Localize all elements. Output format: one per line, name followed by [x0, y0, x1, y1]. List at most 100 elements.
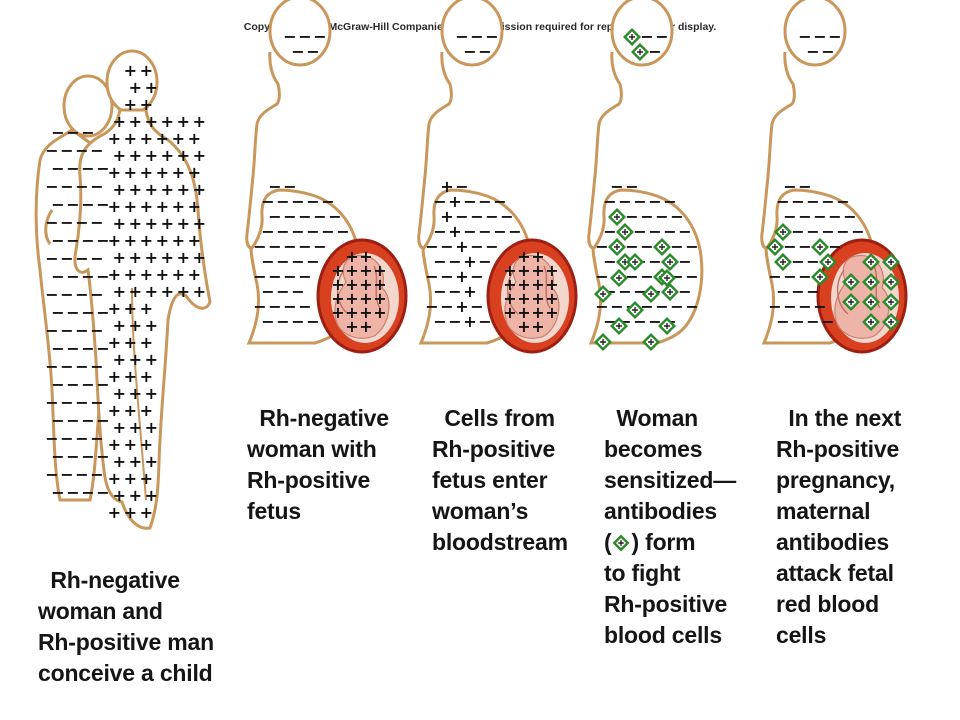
antibody-icon [811, 268, 829, 286]
rh-negative-sign: − [610, 177, 623, 196]
rh-positive-sign: + [373, 261, 386, 280]
uterus-cells-enter [486, 238, 578, 354]
rh-negative-sign: − [828, 207, 841, 226]
rh-positive-sign: + [140, 163, 153, 182]
rh-positive-sign: + [359, 275, 372, 294]
rh-positive-sign: + [359, 261, 372, 280]
rh-negative-sign: − [478, 252, 491, 271]
pregnant-woman-outline [245, 0, 362, 345]
rh-negative-sign: − [66, 159, 79, 178]
rh-negative-sign: − [595, 297, 608, 316]
rh-positive-sign: + [108, 469, 121, 488]
rh-negative-sign: − [60, 321, 73, 340]
rh-negative-sign: − [81, 375, 94, 394]
rh-negative-sign: − [448, 282, 461, 301]
rh-positive-sign: + [113, 486, 126, 505]
rh-positive-sign: + [373, 275, 386, 294]
rh-negative-sign: − [768, 297, 781, 316]
rh-positive-sign: + [177, 282, 190, 301]
rh-positive-sign: + [177, 248, 190, 267]
rh-positive-sign: + [140, 231, 153, 250]
rh-negative-sign: − [610, 297, 623, 316]
rh-positive-sign: + [129, 180, 142, 199]
rh-negative-sign: − [648, 252, 661, 271]
rh-negative-sign: − [463, 222, 476, 241]
rh-positive-sign: + [517, 317, 530, 336]
rh-positive-sign: + [145, 282, 158, 301]
antibody-icon [661, 253, 679, 271]
rh-negative-sign: − [648, 312, 661, 331]
rh-negative-sign: − [283, 267, 296, 286]
rh-positive-sign: + [124, 129, 137, 148]
rh-positive-sign: + [124, 231, 137, 250]
rh-negative-sign: − [45, 249, 58, 268]
rh-negative-sign: − [821, 312, 834, 331]
rh-negative-sign: − [60, 429, 73, 448]
rh-positive-sign: + [108, 163, 121, 182]
rh-positive-sign: + [161, 112, 174, 131]
rh-negative-sign: − [90, 213, 103, 232]
rh-positive-sign: + [177, 112, 190, 131]
rh-negative-sign: − [75, 465, 88, 484]
rh-positive-sign: + [463, 282, 476, 301]
rh-negative-sign: − [798, 297, 811, 316]
rh-positive-sign: + [113, 418, 126, 437]
rh-negative-sign: − [433, 222, 446, 241]
rh-negative-sign: − [791, 312, 804, 331]
rh-positive-sign: + [145, 248, 158, 267]
rh-negative-sign: − [463, 192, 476, 211]
rh-negative-sign: − [96, 447, 109, 466]
rh-positive-sign: + [145, 316, 158, 335]
rh-positive-sign: + [531, 261, 544, 280]
rh-negative-sign: − [66, 447, 79, 466]
rh-positive-sign: + [129, 214, 142, 233]
antibody-icon [642, 285, 660, 303]
rh-negative-sign: − [306, 312, 319, 331]
rh-negative-sign: − [45, 141, 58, 160]
rh-negative-sign: − [670, 267, 683, 286]
rh-negative-sign: − [633, 192, 646, 211]
rh-positive-sign: + [503, 261, 516, 280]
rh-negative-sign: − [791, 252, 804, 271]
rh-negative-sign: − [283, 207, 296, 226]
rh-negative-sign: − [440, 237, 453, 256]
rh-positive-sign: + [108, 299, 121, 318]
rh-negative-sign: − [81, 411, 94, 430]
rh-negative-sign: − [798, 237, 811, 256]
rh-positive-sign: + [129, 78, 142, 97]
rh-negative-sign: − [51, 483, 64, 502]
rh-positive-sign: + [140, 333, 153, 352]
rh-positive-sign: + [193, 112, 206, 131]
rh-negative-sign: − [51, 447, 64, 466]
antibody-icon [661, 283, 679, 301]
rh-negative-sign: − [306, 252, 319, 271]
antibody-icon [882, 313, 900, 331]
couple-man-outline [73, 49, 212, 530]
rh-positive-sign: + [156, 231, 169, 250]
rh-negative-sign: − [66, 339, 79, 358]
rh-positive-sign: + [140, 197, 153, 216]
rh-negative-sign: − [625, 237, 638, 256]
rh-negative-sign: − [60, 465, 73, 484]
rh-negative-sign: − [813, 297, 826, 316]
rh-negative-sign: − [640, 237, 653, 256]
rh-positive-sign: + [113, 282, 126, 301]
rh-negative-sign: − [306, 222, 319, 241]
rh-positive-sign: + [455, 297, 468, 316]
rh-negative-sign: − [655, 207, 668, 226]
rh-negative-sign: − [776, 282, 789, 301]
rh-negative-sign: − [96, 195, 109, 214]
rh-negative-sign: − [60, 285, 73, 304]
rh-negative-sign: − [783, 177, 796, 196]
rh-positive-sign: + [193, 214, 206, 233]
rh-positive-sign: + [517, 289, 530, 308]
rh-negative-sign: − [470, 27, 483, 46]
rh-negative-sign: − [670, 237, 683, 256]
rh-negative-sign: − [655, 27, 668, 46]
rh-negative-sign: − [75, 141, 88, 160]
rh-negative-sign: − [508, 222, 521, 241]
rh-negative-sign: − [96, 159, 109, 178]
rh-positive-sign: + [145, 78, 158, 97]
